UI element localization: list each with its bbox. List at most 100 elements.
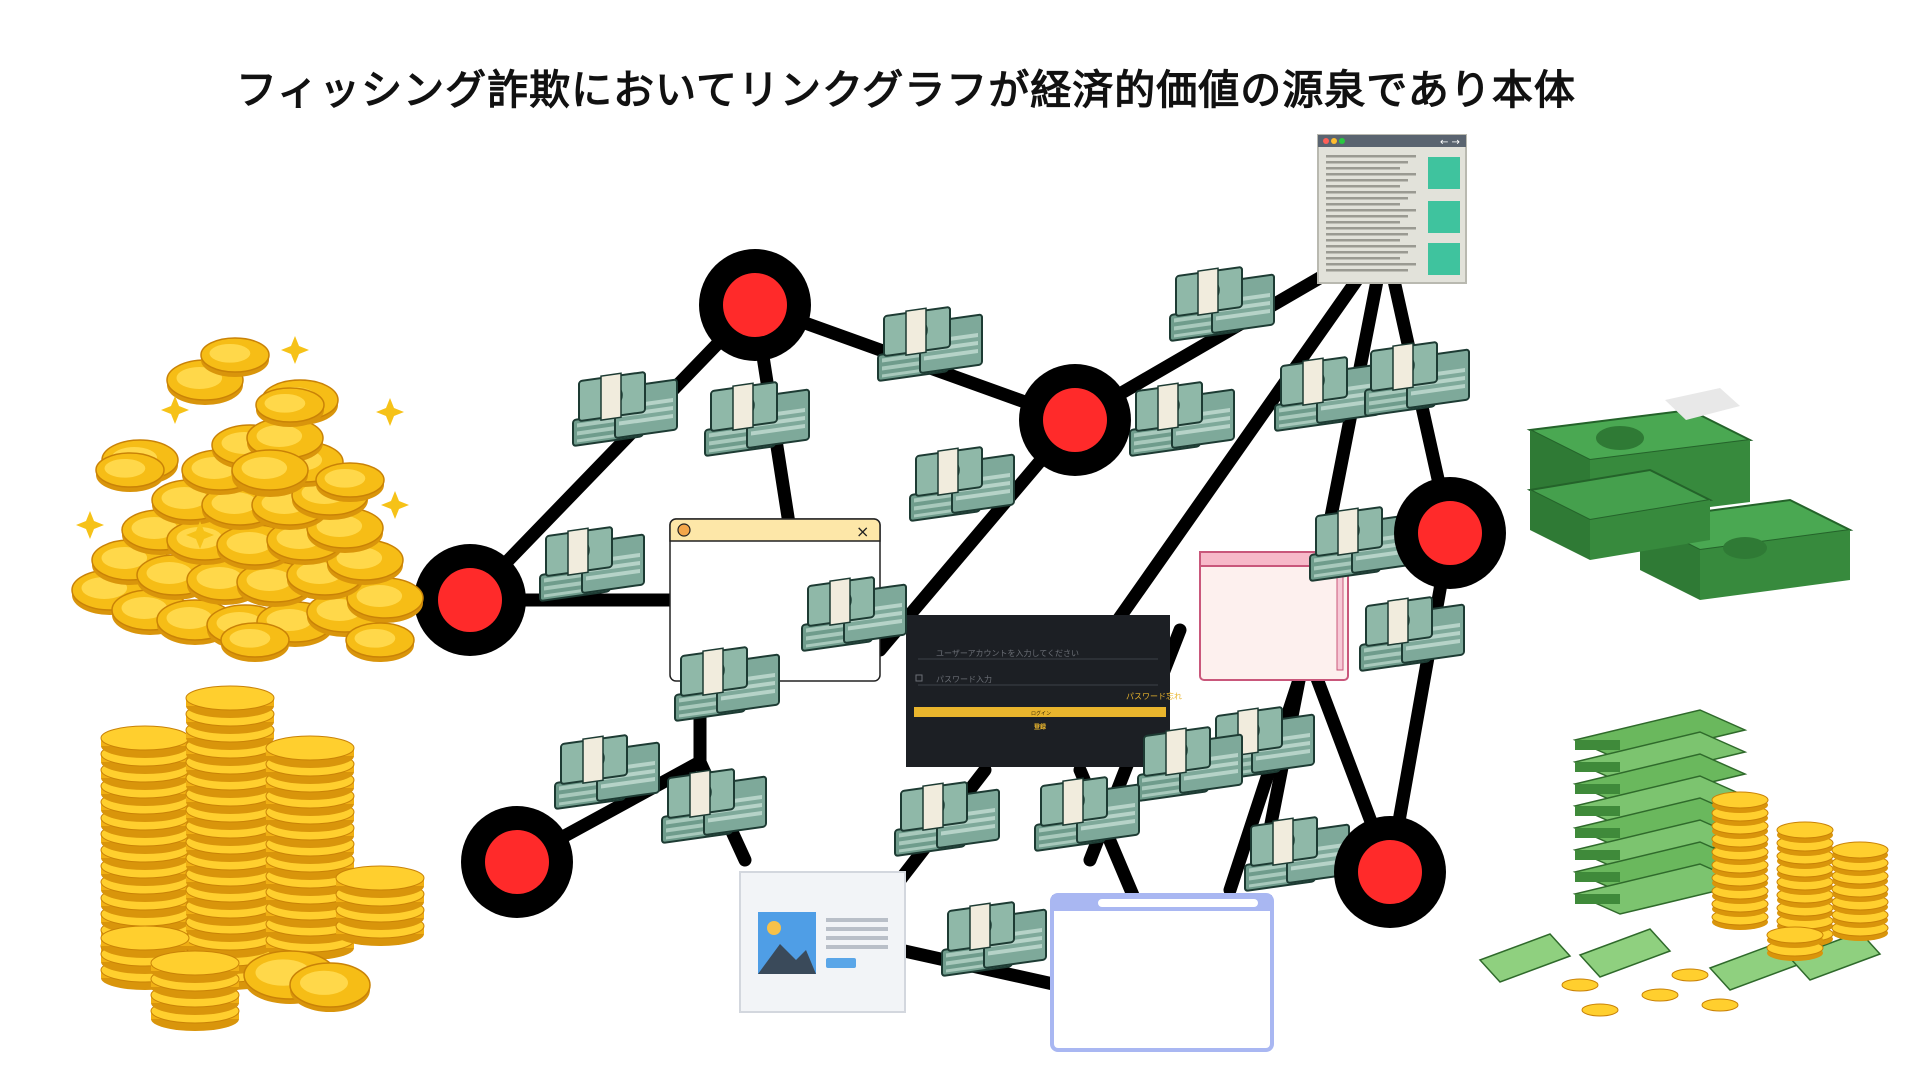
coin-shine	[101, 547, 148, 569]
text-line	[1326, 257, 1400, 260]
money-bundle-icon	[1244, 809, 1350, 893]
yen-symbol-icon	[1596, 426, 1644, 450]
coin-shine	[209, 343, 251, 363]
coin-shine	[300, 970, 348, 995]
coin-shine	[246, 569, 293, 591]
text-line	[1326, 179, 1408, 182]
ad-block	[1428, 243, 1460, 275]
coin	[1766, 926, 1824, 944]
coin-shine	[316, 515, 363, 537]
nav-arrows-icon: ← →	[1440, 137, 1460, 148]
page-title: フィッシング詐欺においてリンクグラフが経済的価値の源泉であり本体	[236, 66, 1576, 114]
bill-side	[1575, 850, 1620, 860]
password-input[interactable]: パスワード入力	[936, 675, 992, 684]
text-line	[1326, 233, 1408, 236]
document-window-titlebar	[1318, 135, 1466, 147]
text-line	[1326, 245, 1416, 248]
text-line	[1326, 173, 1416, 176]
coin-shine	[176, 367, 223, 389]
graph-node-core	[723, 273, 787, 337]
browser-window-frame	[1050, 893, 1274, 1052]
coin-shine	[121, 597, 168, 619]
bill-side	[1575, 806, 1620, 816]
bill-front	[1590, 500, 1710, 560]
money-bundle-icon	[572, 364, 678, 448]
window-dot-icon	[1339, 138, 1345, 144]
register-link[interactable]: 登録	[1034, 724, 1047, 731]
login-button[interactable]: ログイン	[1031, 711, 1052, 717]
text-line	[1326, 215, 1408, 218]
coin-stacks-icon	[100, 685, 425, 1031]
graph-node-icon	[1334, 816, 1446, 928]
mountain-icon	[758, 944, 816, 974]
coin-shine	[264, 393, 306, 413]
text-line	[1326, 269, 1408, 272]
coin	[1641, 988, 1679, 1002]
lock-icon	[915, 674, 923, 682]
graph-node-icon	[699, 249, 811, 361]
text-line	[1326, 221, 1400, 224]
text-line	[1326, 209, 1416, 212]
sun-icon	[767, 921, 781, 935]
money-bundle-icon	[1169, 259, 1275, 343]
bill-side	[1575, 784, 1620, 794]
bill-side	[1575, 740, 1620, 750]
coin	[1701, 998, 1739, 1012]
dollar-bill	[1478, 933, 1572, 983]
graph-node-core	[1043, 388, 1107, 452]
forgot-password-link[interactable]: パスワード忘れ	[1126, 692, 1182, 701]
account-input[interactable]: ユーザーアカウントを入力してください	[936, 649, 1080, 658]
text-line	[826, 945, 888, 949]
document-window: ← →	[1317, 134, 1467, 284]
coin-shine	[241, 457, 288, 479]
graph-node-core	[438, 568, 502, 632]
coin-pile-icon	[71, 336, 424, 662]
money-bundle-icon	[894, 774, 1000, 858]
money-bundle-icon	[877, 299, 983, 383]
dollar-bill	[1788, 931, 1882, 981]
coin-shine	[211, 492, 258, 514]
money-bundle-icon	[704, 374, 810, 458]
text-line	[1326, 239, 1400, 242]
coin	[335, 865, 425, 891]
card-button	[826, 958, 856, 968]
text-line	[1326, 227, 1416, 230]
graph-node-core	[1358, 840, 1422, 904]
scrollbar	[1336, 569, 1344, 671]
coin-shine	[131, 517, 178, 539]
coin-shine	[356, 585, 403, 607]
ad-block	[1428, 157, 1460, 189]
window-dot-icon	[1323, 138, 1329, 144]
money-bundle-icon	[1129, 374, 1235, 458]
ad-block	[1428, 201, 1460, 233]
sparkle-icon	[186, 521, 214, 549]
graph-edge	[1383, 526, 1457, 879]
graph-node-core	[485, 830, 549, 894]
coin-shine	[226, 532, 273, 554]
coin-shine	[146, 562, 193, 584]
bill-side	[1575, 894, 1620, 904]
coin	[1776, 821, 1834, 839]
graph-node-icon	[461, 806, 573, 918]
coin	[185, 685, 275, 711]
coin	[1831, 841, 1889, 859]
coin	[150, 950, 240, 976]
sparkle-icon	[161, 396, 189, 424]
coin-shine	[256, 425, 303, 447]
popup-titlebar	[669, 518, 881, 542]
sparkle-icon	[381, 491, 409, 519]
coin	[1711, 791, 1769, 809]
coin	[100, 725, 190, 751]
coin-shine	[161, 487, 208, 509]
text-line	[1326, 203, 1400, 206]
band	[1665, 388, 1740, 420]
sparkle-icon	[281, 336, 309, 364]
yen-symbol-icon	[1723, 537, 1767, 559]
text-line	[826, 918, 888, 922]
text-line	[1326, 185, 1400, 188]
login-window-frame	[906, 615, 1170, 767]
coin-shine	[196, 567, 243, 589]
coin-shine	[266, 609, 313, 631]
